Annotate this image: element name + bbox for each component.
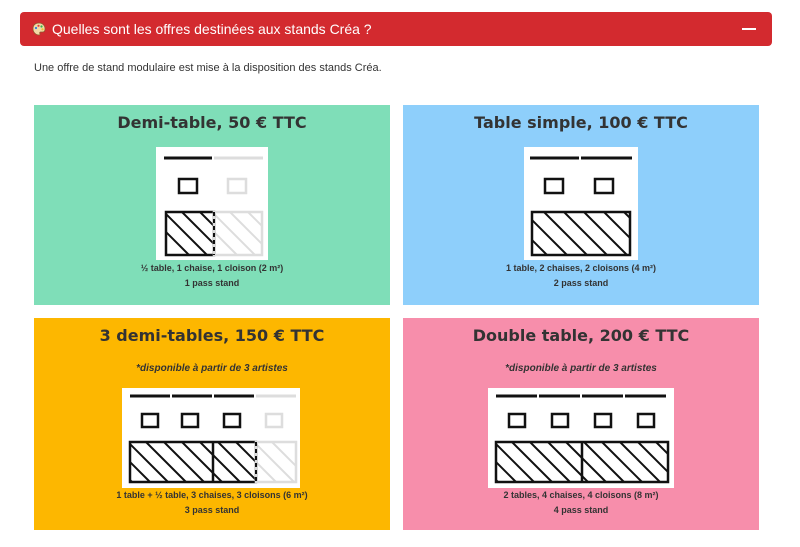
faq-answer-intro: Une offre de stand modulaire est mise à … bbox=[34, 62, 382, 74]
offer-title: Table simple, 100 € TTC bbox=[474, 113, 688, 132]
offer-title: Double table, 200 € TTC bbox=[472, 326, 690, 345]
stand-plan-diagram bbox=[156, 147, 268, 260]
stand-plan-diagram bbox=[524, 147, 638, 260]
faq-accordion-header[interactable]: Quelles sont les offres destinées aux st… bbox=[20, 12, 772, 46]
stand-plan-diagram bbox=[122, 388, 300, 488]
faq-question: Quelles sont les offres destinées aux st… bbox=[52, 21, 372, 37]
offer-pass: 3 pass stand bbox=[184, 505, 240, 515]
offer-title: Demi-table, 50 € TTC bbox=[117, 113, 307, 132]
offer-availability-note: *disponible à partir de 3 artistes bbox=[136, 363, 288, 374]
offer-title: 3 demi-tables, 150 € TTC bbox=[99, 326, 325, 345]
offer-availability-note: *disponible à partir de 3 artistes bbox=[505, 363, 657, 374]
stand-plan-diagram bbox=[488, 388, 674, 488]
offer-caption: 2 tables, 4 chaises, 4 cloisons (8 m²) bbox=[503, 490, 659, 500]
offer-card-double-table: Double table, 200 € TTC *disponible à pa… bbox=[403, 318, 759, 530]
offer-caption: 1 table + ½ table, 3 chaises, 3 cloisons… bbox=[116, 490, 308, 500]
minus-icon[interactable] bbox=[740, 20, 758, 38]
offer-caption: ½ table, 1 chaise, 1 cloison (2 m²) bbox=[140, 263, 284, 273]
offer-pass: 4 pass stand bbox=[553, 505, 609, 515]
offer-card-3-demi-tables: 3 demi-tables, 150 € TTC *disponible à p… bbox=[34, 318, 390, 530]
offer-card-demi-table: Demi-table, 50 € TTC ½ table, 1 bbox=[34, 105, 390, 305]
offer-pass: 2 pass stand bbox=[553, 278, 609, 288]
offer-caption: 1 table, 2 chaises, 2 cloisons (4 m²) bbox=[505, 263, 657, 273]
offer-card-table-simple: Table simple, 100 € TTC 1 table, 2 chais… bbox=[403, 105, 759, 305]
palette-icon bbox=[32, 22, 46, 36]
offer-pass: 1 pass stand bbox=[184, 278, 240, 288]
